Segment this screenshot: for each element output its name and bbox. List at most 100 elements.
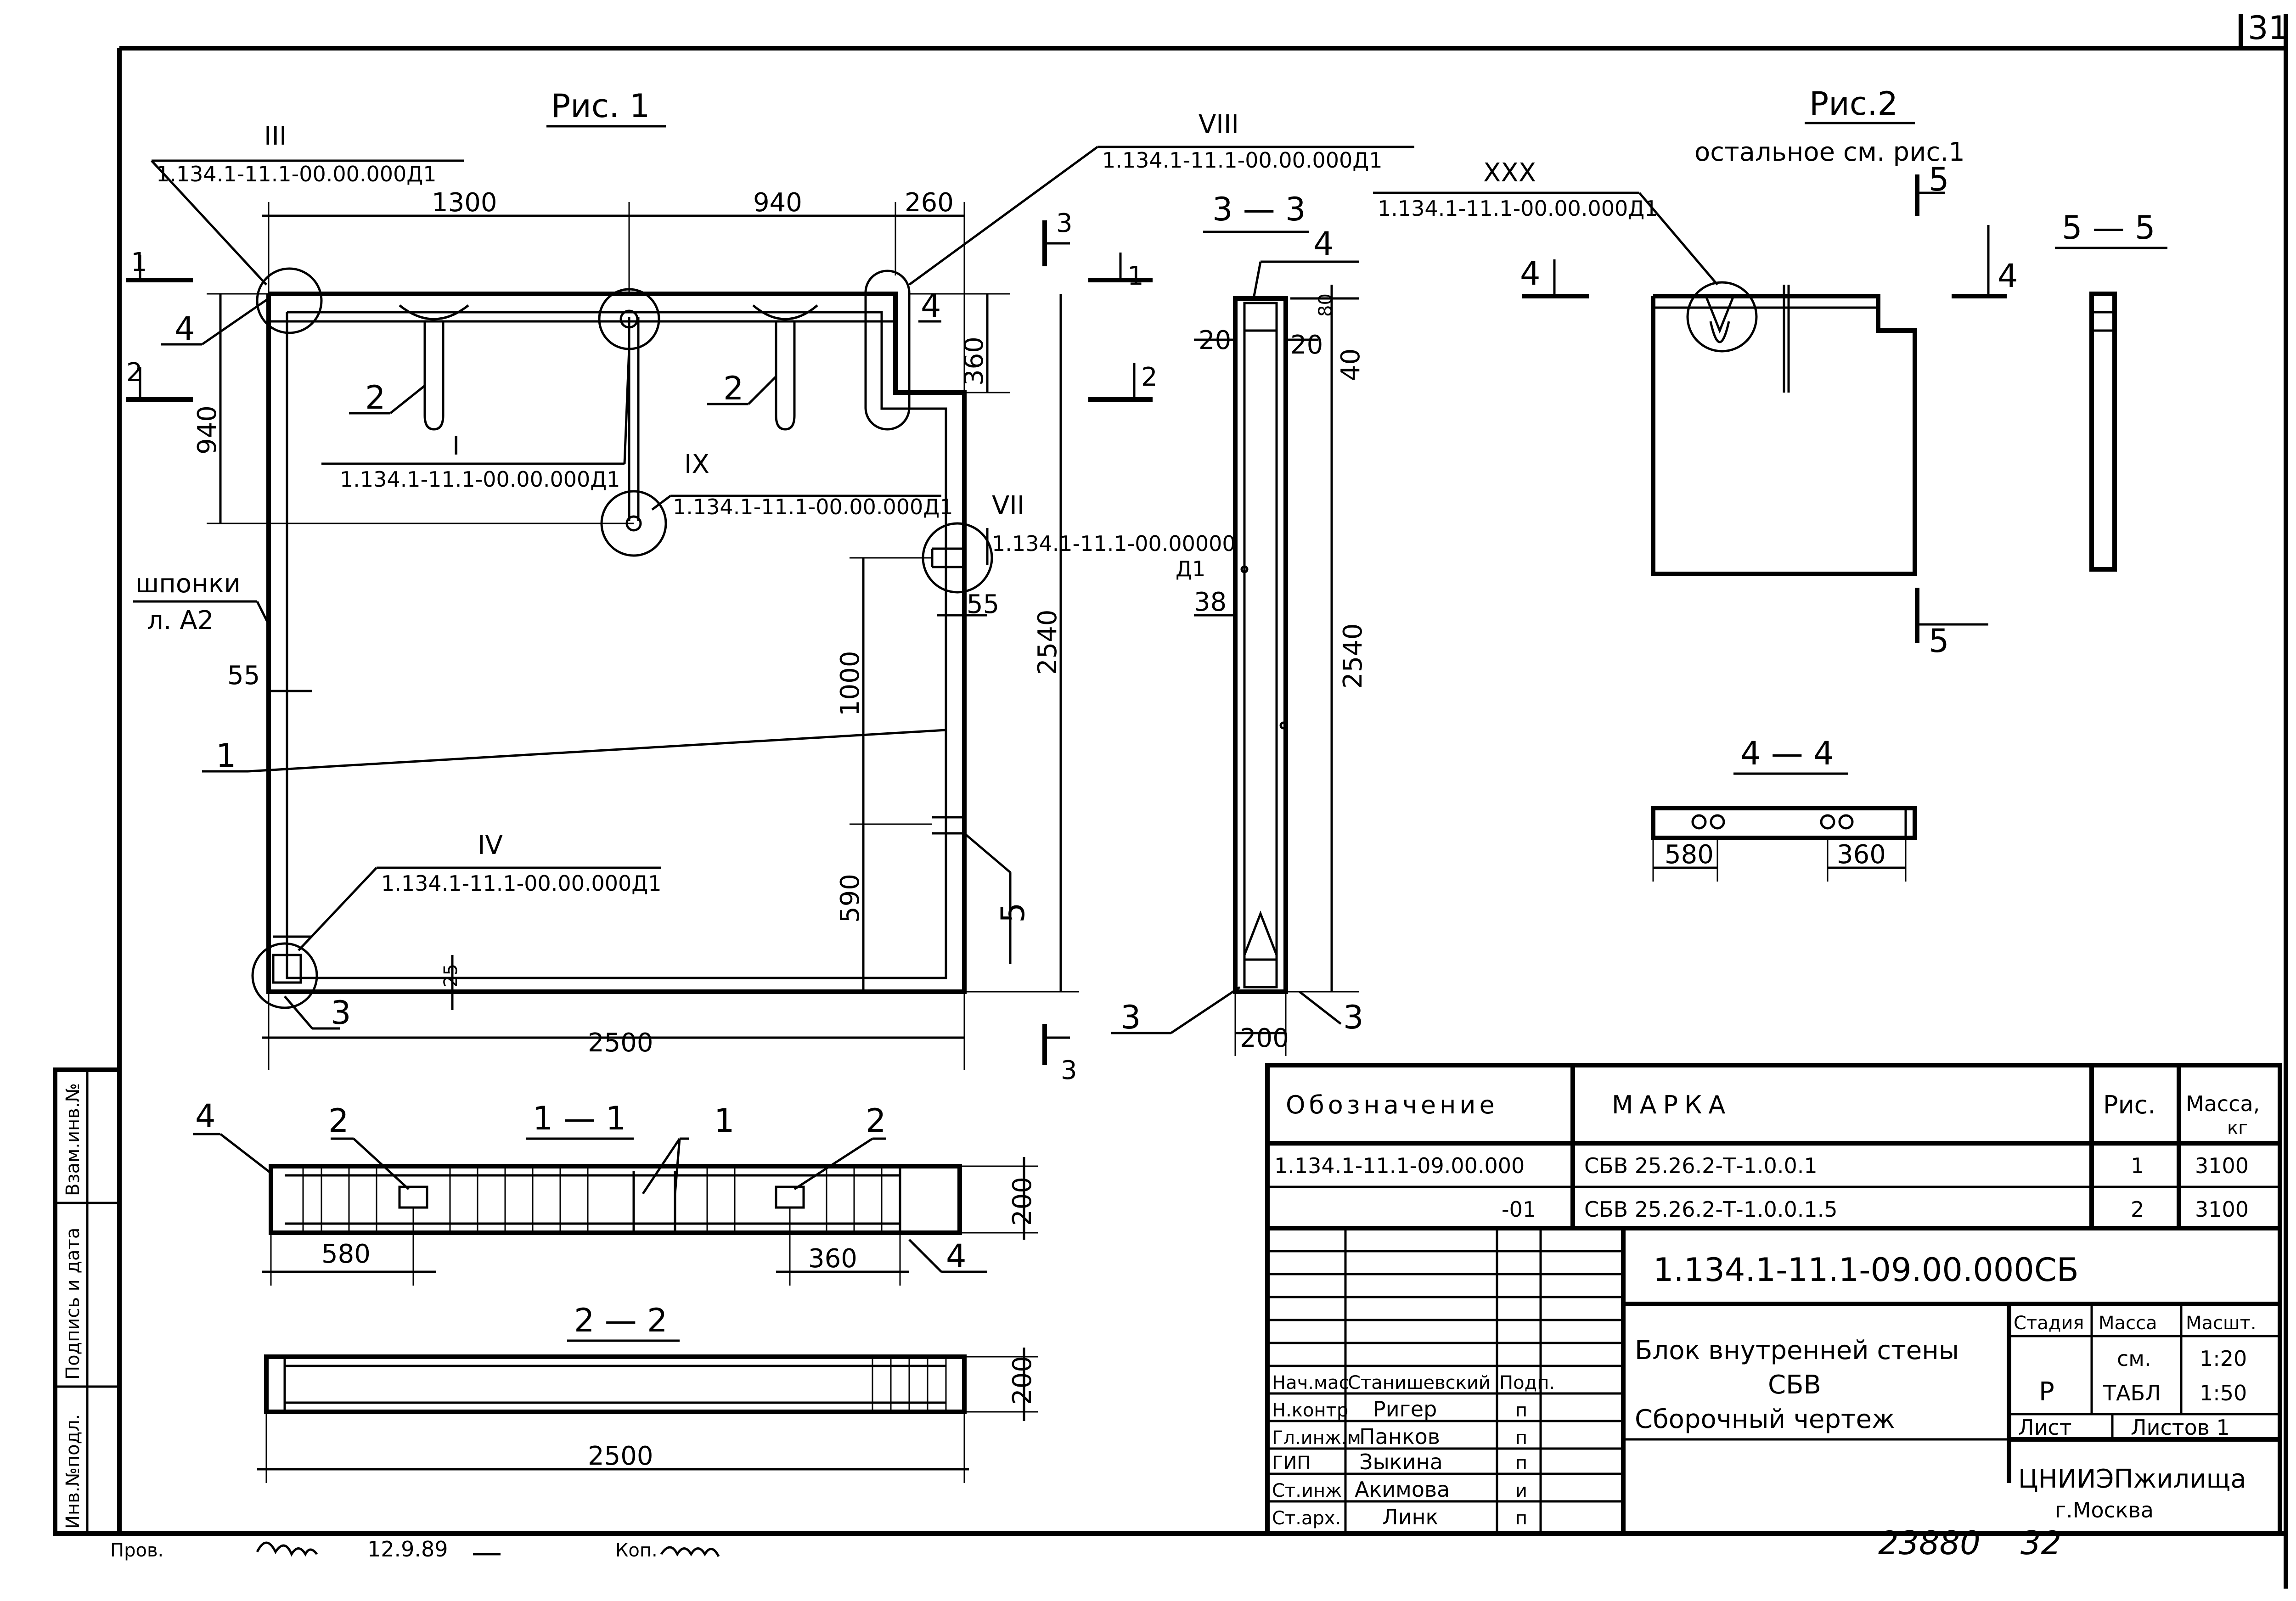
sec44-title: 4 — 4	[1740, 735, 1834, 772]
staff-name-3: Панков	[1359, 1424, 1440, 1449]
sheet-label: Лист	[2018, 1415, 2072, 1440]
sec33-dim-200: 200	[1240, 1023, 1289, 1053]
sheet-frame	[117, 14, 2288, 1589]
side-stamp-sign: Подпись и дата	[62, 1228, 84, 1380]
dim-940-vertical: 940	[192, 405, 222, 455]
sec33-drawing	[1111, 260, 1359, 1056]
footer-copier-signature	[660, 1546, 720, 1557]
fig1-panel	[251, 267, 993, 1009]
staff-sign-5: и	[1515, 1480, 1527, 1501]
side-stamp-replace: Взам.инв.№	[62, 1083, 84, 1196]
fig1-dimensions	[207, 202, 1079, 1070]
sec11-mark-1: 1	[714, 1102, 735, 1140]
node-III-roman: III	[264, 121, 287, 151]
footer-number-2: 32	[2020, 1524, 2061, 1562]
sec33-dim-2540: 2540	[1338, 623, 1368, 689]
footer-copied: Коп.	[615, 1540, 658, 1561]
organization-city: г.Москва	[2055, 1498, 2154, 1522]
fig2-node-roman: XXX	[1483, 158, 1536, 188]
spec-row2-designation: -01	[1502, 1197, 1536, 1222]
spec-row1-fig: 1	[2131, 1153, 2144, 1178]
spec-row2-mark: СБВ 25.26.2-Т-1.0.0.1.5	[1584, 1197, 1838, 1222]
staff-name-2: Ригер	[1373, 1397, 1437, 1421]
sec33-dim-20-left: 20	[1199, 326, 1231, 355]
fig1-callout-lines	[151, 146, 1414, 951]
cut-1-left: 1	[131, 247, 147, 277]
doc-code: 1.134.1-11.1-09.00.000СБ	[1653, 1251, 2079, 1289]
cut-2-right: 2	[1141, 362, 1158, 392]
staff-sign-3: п	[1515, 1427, 1527, 1449]
staff-role-5: Ст.инж	[1272, 1480, 1342, 1501]
spec-header-mass-unit: кг	[2227, 1118, 2248, 1139]
staff-role-4: ГИП	[1272, 1453, 1311, 1474]
node-IV-code: 1.134.1-11.1-00.00.000Д1	[381, 871, 662, 896]
sec11-dim-580: 580	[321, 1239, 371, 1269]
cut-3-top: 3	[1056, 208, 1073, 238]
sec22-dim-200: 200	[1007, 1356, 1037, 1405]
staff-sign-1: Подп.	[1499, 1372, 1555, 1393]
footer-signature	[256, 1541, 318, 1557]
section-cut-marks	[126, 220, 1153, 1065]
spec-row1-mark: СБВ 25.26.2-Т-1.0.0.1	[1584, 1153, 1818, 1178]
fig2-subtitle: остальное см. рис.1	[1694, 137, 1965, 167]
fig2-cut-4-left: 4	[1520, 255, 1541, 292]
side-stamp	[53, 1067, 122, 1536]
staff-role-2: Н.контр	[1272, 1400, 1348, 1421]
spec-row1-mass: 3100	[2195, 1153, 2249, 1178]
product-name-line3: Сборочный чертеж	[1635, 1404, 1895, 1434]
cut-3-bottom: 3	[1061, 1056, 1077, 1085]
staff-role-3: Гл.инж.м	[1272, 1427, 1361, 1449]
node-IV-roman: IV	[478, 831, 503, 860]
mark-4-fig1-right: 4	[921, 287, 941, 325]
product-name-line2: СБВ	[1768, 1370, 1821, 1400]
spec-header-mark: МАРКА	[1612, 1090, 1732, 1119]
sec11-mark-2-right: 2	[866, 1102, 886, 1140]
dim-2500: 2500	[588, 1028, 653, 1058]
dim-590: 590	[835, 874, 865, 923]
node-III-code: 1.134.1-11.1-00.00.000Д1	[156, 162, 437, 186]
sec33-mark-3-right: 3	[1343, 999, 1364, 1036]
cut-1-right: 1	[1127, 261, 1144, 291]
mark-3-fig1: 3	[331, 994, 351, 1032]
sec11-dim-200: 200	[1007, 1177, 1037, 1226]
scale-value-1: 1:20	[2200, 1346, 2247, 1371]
stage-value: Р	[2039, 1377, 2054, 1407]
fig1-mark-leaders	[161, 297, 1012, 1030]
shponki-label: шпонки	[135, 569, 241, 599]
sec33-mark-3-left: 3	[1120, 999, 1141, 1036]
staff-name-5: Акимова	[1355, 1477, 1450, 1502]
spec-row2-mass: 3100	[2195, 1197, 2249, 1222]
shponki-sheet: л. А2	[147, 606, 214, 635]
side-stamp-inv: Инв.№подл.	[62, 1414, 84, 1529]
scale-value-2: 1:50	[2200, 1381, 2247, 1405]
staff-sign-6: п	[1515, 1508, 1527, 1529]
sec55-drawing	[2089, 292, 2117, 572]
sec33-mark-4: 4	[1313, 225, 1334, 263]
node-VIII-roman: VIII	[1199, 110, 1239, 140]
dim-940: 940	[753, 188, 802, 218]
sec33-dim-80: 80	[1315, 293, 1336, 317]
title-block-grid	[1265, 1226, 2282, 1536]
spec-header-fig: Рис.	[2103, 1090, 2156, 1119]
sec22-dim-2500: 2500	[588, 1441, 653, 1471]
node-I-code: 1.134.1-11.1-00.00.000Д1	[340, 467, 620, 492]
fig2-title: Рис.2	[1809, 85, 1898, 123]
node-I-roman: I	[452, 431, 460, 461]
mark-4-fig1-left: 4	[174, 310, 195, 348]
sec55-title: 5 — 5	[2062, 209, 2155, 247]
cut-2-left: 2	[126, 358, 143, 388]
sec11-stirrups	[302, 1168, 883, 1230]
dim-55-left: 55	[227, 661, 260, 691]
mark-1-fig1: 1	[216, 737, 236, 775]
fig2-drawing	[1651, 281, 1917, 576]
sec22-title: 2 — 2	[574, 1302, 668, 1339]
footer-date: 12.9.89	[367, 1537, 448, 1562]
dim-2540: 2540	[1033, 609, 1063, 675]
sec44-dim-580: 580	[1665, 840, 1714, 870]
scale-header: Масшт.	[2186, 1313, 2257, 1334]
organization: ЦНИИЭПжилища	[2018, 1464, 2246, 1494]
stage-header: Стадия	[2014, 1313, 2084, 1334]
sec11-mark-4-right: 4	[946, 1237, 967, 1275]
sec44-dim-360: 360	[1837, 840, 1886, 870]
